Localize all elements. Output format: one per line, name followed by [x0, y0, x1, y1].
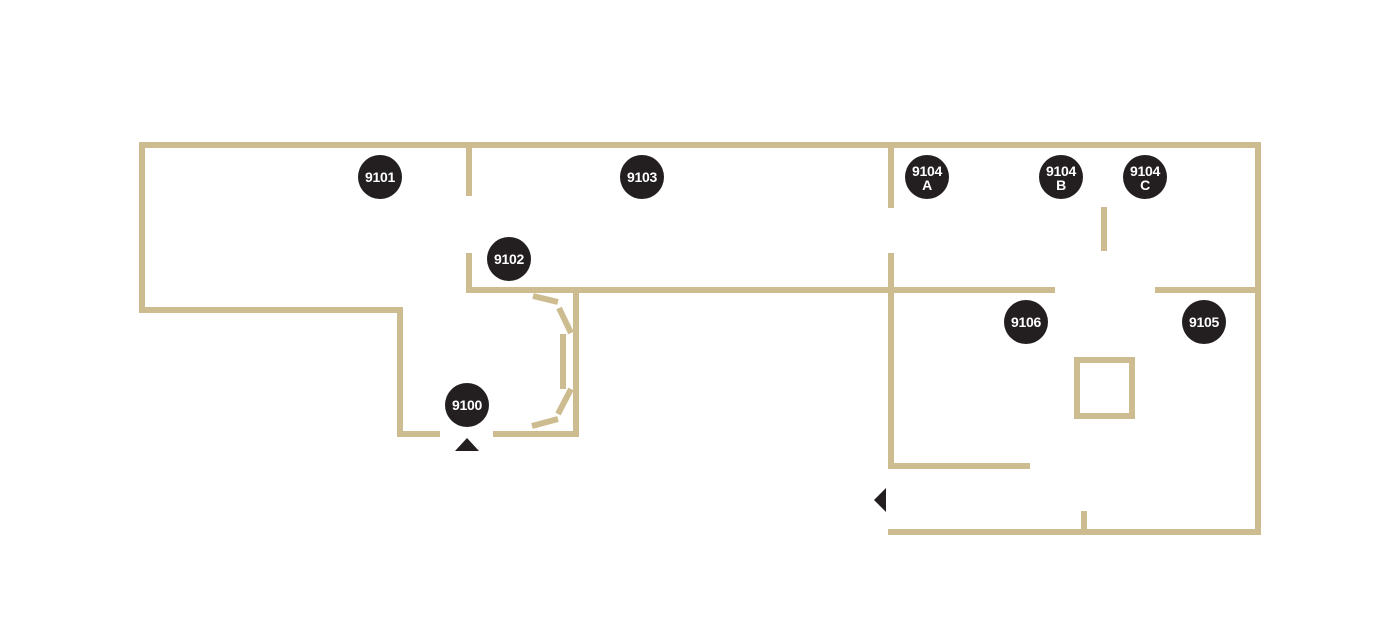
room-label: B: [1056, 177, 1066, 193]
wall-lobby-curve-5: [531, 416, 559, 429]
room-marker-9103[interactable]: 9103: [620, 155, 664, 199]
room-marker-circle[interactable]: [905, 155, 949, 199]
room-marker-circle[interactable]: [445, 383, 489, 427]
room-marker-9106[interactable]: 9106: [1004, 300, 1048, 344]
room-marker-circle[interactable]: [1004, 300, 1048, 344]
room-marker-9101[interactable]: 9101: [358, 155, 402, 199]
room-label: 9104: [1046, 163, 1076, 179]
wall-lobby-curve-2: [556, 306, 574, 335]
column-box: [1074, 357, 1135, 419]
entrances: [455, 438, 886, 512]
room-label: C: [1140, 177, 1150, 193]
room-marker-9105[interactable]: 9105: [1182, 300, 1226, 344]
room-label: 9105: [1189, 314, 1219, 330]
walls: [139, 142, 1261, 535]
room-label: 9100: [452, 397, 482, 413]
room-label: 9103: [627, 169, 657, 185]
triangle-up-icon: [455, 438, 479, 451]
room-marker-9100[interactable]: 9100: [445, 383, 489, 427]
room-marker-circle[interactable]: [358, 155, 402, 199]
wall-lobby-curve-4: [555, 387, 574, 416]
wall-left-wing: [139, 142, 470, 437]
room-marker-circle[interactable]: [1039, 155, 1083, 199]
room-label: 9106: [1011, 314, 1041, 330]
room-label: A: [922, 177, 932, 193]
wall-lobby-curve-1: [532, 293, 559, 305]
room-label: 9101: [365, 169, 395, 185]
room-label: 9102: [494, 251, 524, 267]
room-label: 9104: [1130, 163, 1160, 179]
room-label: 9104: [912, 163, 942, 179]
room-marker-circle[interactable]: [1182, 300, 1226, 344]
room-marker-9102[interactable]: 9102: [487, 237, 531, 281]
room-marker-circle[interactable]: [1123, 155, 1167, 199]
wall-lobby: [493, 290, 579, 437]
triangle-left-icon: [874, 488, 886, 512]
room-marker-circle[interactable]: [487, 237, 531, 281]
room-marker-circle[interactable]: [620, 155, 664, 199]
